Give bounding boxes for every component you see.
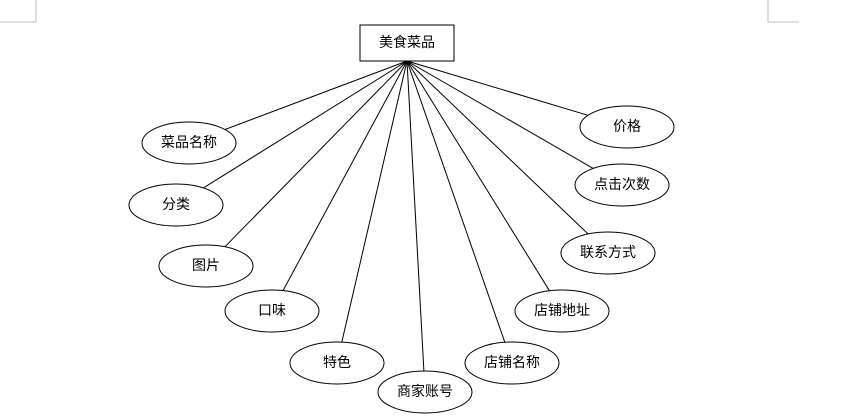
attribute-shop-address: 店铺地址 xyxy=(514,289,610,333)
connector-feature xyxy=(341,60,408,343)
attribute-ellipse xyxy=(128,183,224,227)
attribute-label: 分类 xyxy=(162,197,190,213)
connector-dish-name xyxy=(224,60,408,130)
connector-shop-name xyxy=(406,60,506,343)
attribute-feature: 特色 xyxy=(289,341,385,385)
attribute-ellipse xyxy=(514,289,610,333)
connector-lines xyxy=(203,60,594,372)
connector-merchant-account xyxy=(406,60,425,372)
attribute-label: 店铺地址 xyxy=(534,303,590,319)
attribute-ellipse xyxy=(377,370,473,414)
entity-box xyxy=(359,24,455,62)
attribute-dish-name: 菜品名称 xyxy=(141,121,237,165)
attribute-label: 店铺名称 xyxy=(484,355,540,371)
page-corner-marks xyxy=(0,0,799,23)
connector-category xyxy=(203,60,408,189)
connector-contact xyxy=(406,60,589,235)
attribute-ellipse xyxy=(141,121,237,165)
connector-image xyxy=(224,60,408,248)
attribute-taste: 口味 xyxy=(224,289,320,333)
attribute-label: 图片 xyxy=(192,258,220,274)
attribute-label: 点击次数 xyxy=(594,177,650,193)
attribute-click-count: 点击次数 xyxy=(574,163,670,207)
attribute-ellipse xyxy=(560,231,656,275)
attribute-category: 分类 xyxy=(128,183,224,227)
attribute-ellipse xyxy=(289,341,385,385)
attribute-merchant-account: 商家账号 xyxy=(377,370,473,414)
entity-node: 美食菜品 xyxy=(359,24,455,62)
attribute-label: 商家账号 xyxy=(397,383,453,400)
attribute-label: 联系方式 xyxy=(580,245,636,261)
attribute-label: 口味 xyxy=(258,303,286,319)
attribute-ellipse xyxy=(574,163,670,207)
attribute-label: 菜品名称 xyxy=(161,135,217,151)
connector-price xyxy=(406,60,589,116)
attribute-ellipse xyxy=(158,244,254,288)
attribute-label: 特色 xyxy=(323,354,351,371)
attribute-ellipse xyxy=(579,105,675,149)
attribute-label: 价格 xyxy=(613,119,641,135)
attribute-ellipse xyxy=(464,341,560,385)
attribute-contact: 联系方式 xyxy=(560,231,656,275)
connector-taste xyxy=(282,60,408,291)
attribute-price: 价格 xyxy=(579,105,675,149)
entity-label: 美食菜品 xyxy=(379,34,435,51)
top-left-corner-mark xyxy=(0,0,37,23)
connector-shop-address xyxy=(406,60,550,292)
top-right-corner-mark xyxy=(767,0,799,23)
connector-click-count xyxy=(406,60,594,169)
attribute-image: 图片 xyxy=(158,244,254,288)
attribute-ellipse xyxy=(224,289,320,333)
attribute-shop-name: 店铺名称 xyxy=(464,341,560,385)
